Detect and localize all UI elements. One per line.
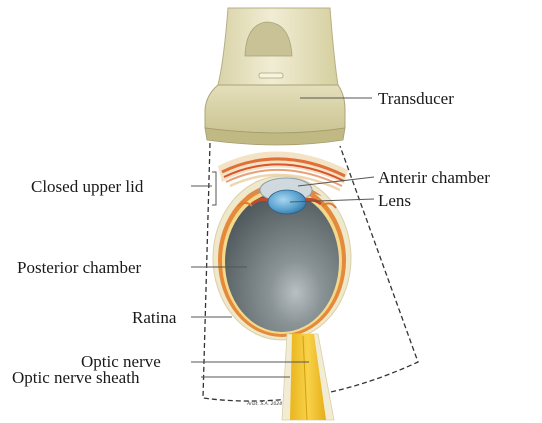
label-retina: Ratina	[132, 309, 176, 326]
label-lens: Lens	[378, 192, 411, 209]
label-optic-nerve-sheath: Optic nerve sheath	[12, 369, 139, 386]
label-posterior-chamber: Posterior chamber	[17, 259, 141, 276]
label-transducer: Transducer	[378, 90, 454, 107]
artist-signature: Anat. S.A. 2024	[247, 402, 282, 407]
label-anterior-chamber: Anterir chamber	[378, 169, 490, 186]
label-closed-upper-lid: Closed upper lid	[31, 178, 143, 195]
transducer-probe	[205, 8, 345, 145]
